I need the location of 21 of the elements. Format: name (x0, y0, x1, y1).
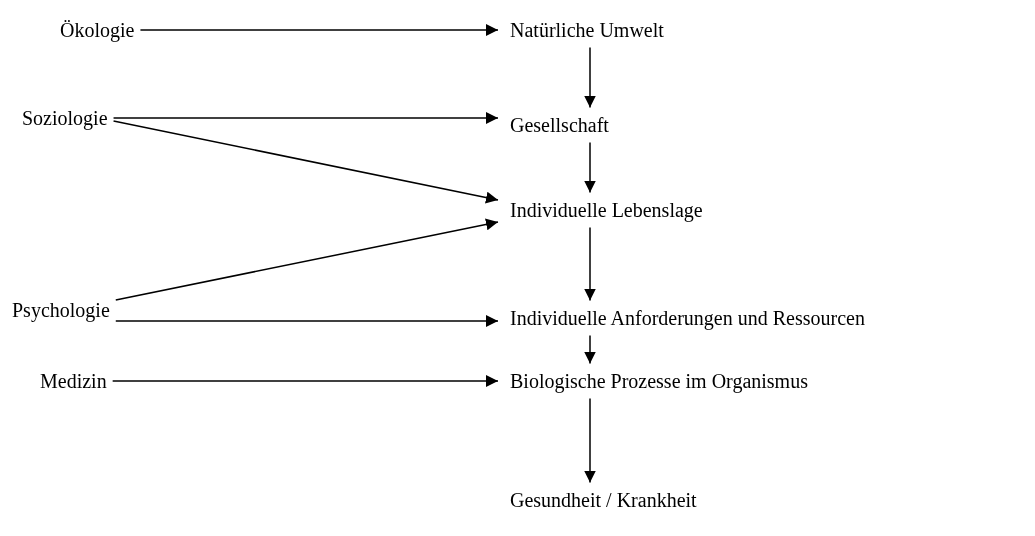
arrow (115, 218, 499, 301)
node-label: Psychologie (12, 298, 110, 322)
arrow (139, 24, 499, 36)
node-label: Soziologie (22, 106, 108, 130)
arrow (584, 141, 596, 194)
node-label: Biologische Prozesse im Organismus (510, 369, 808, 393)
arrow (115, 315, 499, 327)
arrow (112, 112, 499, 124)
node-label: Individuelle Anforderungen und Ressourcen (510, 306, 865, 330)
node-label: Gesellschaft (510, 113, 609, 137)
node-label: Natürliche Umwelt (510, 18, 664, 42)
arrow (111, 375, 499, 387)
arrow (584, 46, 596, 109)
node-label: Ökologie (60, 18, 135, 42)
arrow (584, 334, 596, 365)
node-label: Individuelle Lebenslage (510, 198, 703, 222)
arrow (112, 120, 499, 204)
arrow (584, 397, 596, 484)
node-label: Medizin (40, 369, 107, 393)
arrow (584, 226, 596, 302)
node-label: Gesundheit / Krankheit (510, 488, 697, 512)
